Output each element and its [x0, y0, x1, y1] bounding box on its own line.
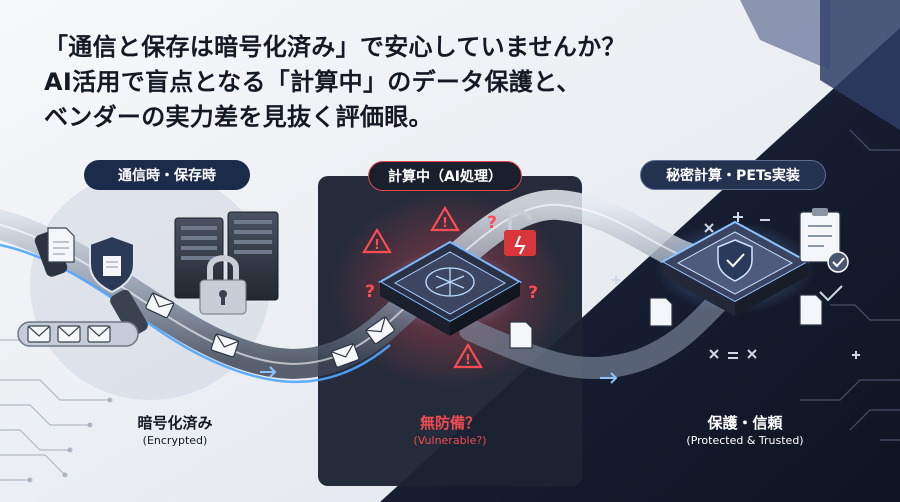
headline: 「通信と保存は暗号化済み」で安心していませんか？ AI活用で盲点となる「計算中」…	[44, 30, 684, 135]
broken-lock-icon	[504, 210, 536, 256]
caption-main: 保護・信頼	[707, 414, 783, 432]
caption-sub: (Vulnerable?)	[413, 434, 487, 447]
circuit-traces-right	[800, 129, 900, 441]
stage-label-computation: 計算中（AI処理）	[368, 161, 522, 191]
warning-mark: !	[465, 353, 471, 368]
document-icon	[47, 227, 75, 263]
checklist-icon	[799, 208, 849, 273]
question-mark: ?	[487, 213, 497, 233]
caption-vulnerable: 無防備？ (Vulnerable?)	[370, 413, 530, 449]
caption-protected: 保護・信頼 (Protected & Trusted)	[650, 413, 840, 449]
envelope-icon	[27, 325, 111, 343]
padlock-icon	[199, 255, 247, 315]
warning-icon	[362, 205, 483, 369]
warning-mark: !	[442, 216, 448, 231]
warning-mark: !	[374, 238, 380, 253]
caption-sub: (Protected & Trusted)	[686, 434, 804, 447]
question-mark: ?	[365, 282, 375, 302]
stage-label-secure-computation: 秘密計算・PETs実装	[640, 160, 826, 190]
question-mark: ?	[528, 283, 538, 303]
secure-chip-icon	[655, 220, 815, 316]
math-symbols-icon	[612, 212, 860, 359]
caption-main: 暗号化済み	[137, 414, 213, 432]
headline-line-2: AI活用で盲点となる「計算中」のデータ保護と、	[44, 68, 581, 96]
shield-icon	[89, 234, 135, 294]
caption-main: 無防備？	[419, 414, 480, 432]
headline-line-3: ベンダーの実力差を見抜く評価眼。	[44, 103, 433, 131]
caption-encrypted: 暗号化済み (Encrypted)	[100, 413, 250, 449]
stage-label-transit-storage: 通信時・保存時	[84, 160, 250, 190]
question-icon: ? ? ?	[365, 213, 538, 303]
headline-line-1: 「通信と保存は暗号化済み」で安心していませんか？	[44, 33, 626, 61]
brain-icon	[425, 267, 475, 297]
caption-sub: (Encrypted)	[142, 434, 208, 447]
